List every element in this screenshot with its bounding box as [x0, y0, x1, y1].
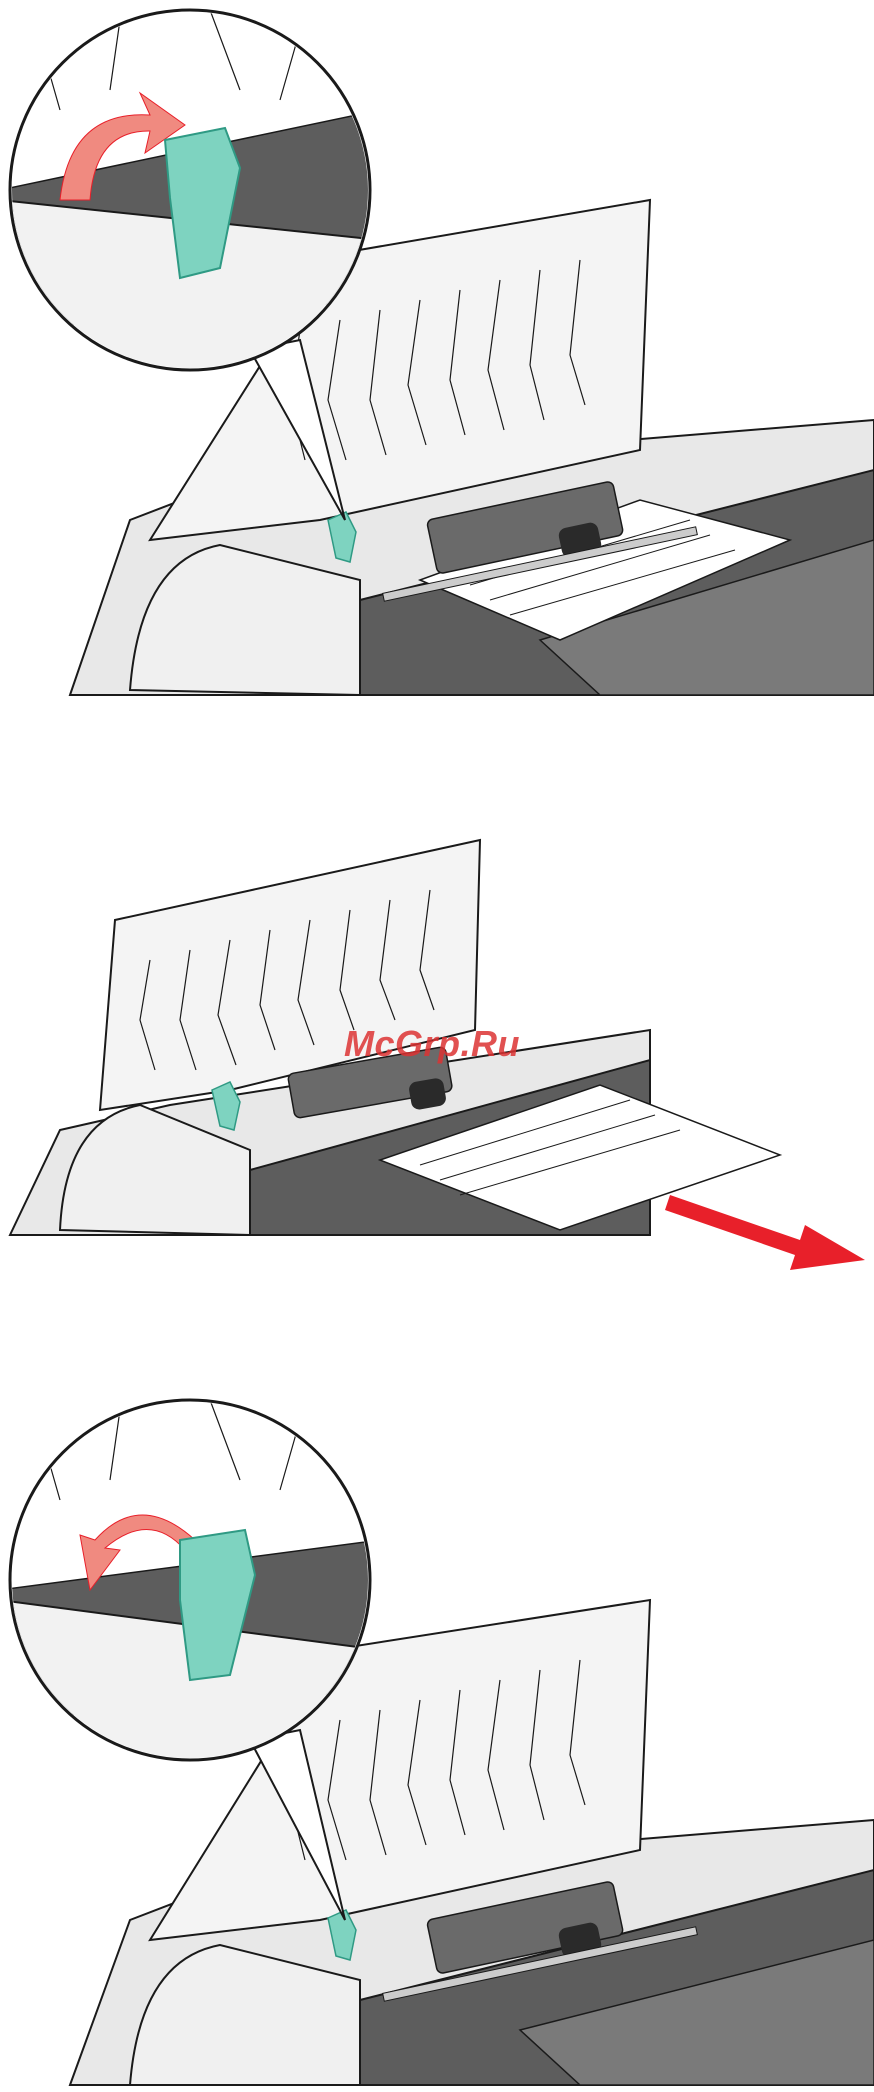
watermark-text: McGrp.Ru [344, 1023, 520, 1065]
illustration-panel-open-latch [0, 0, 874, 700]
straight-arrow-out-icon [665, 1195, 865, 1270]
feeder-illustration-1 [0, 0, 874, 700]
illustration-panel-close-latch [0, 1390, 874, 2092]
feeder-illustration-3 [0, 1390, 874, 2092]
